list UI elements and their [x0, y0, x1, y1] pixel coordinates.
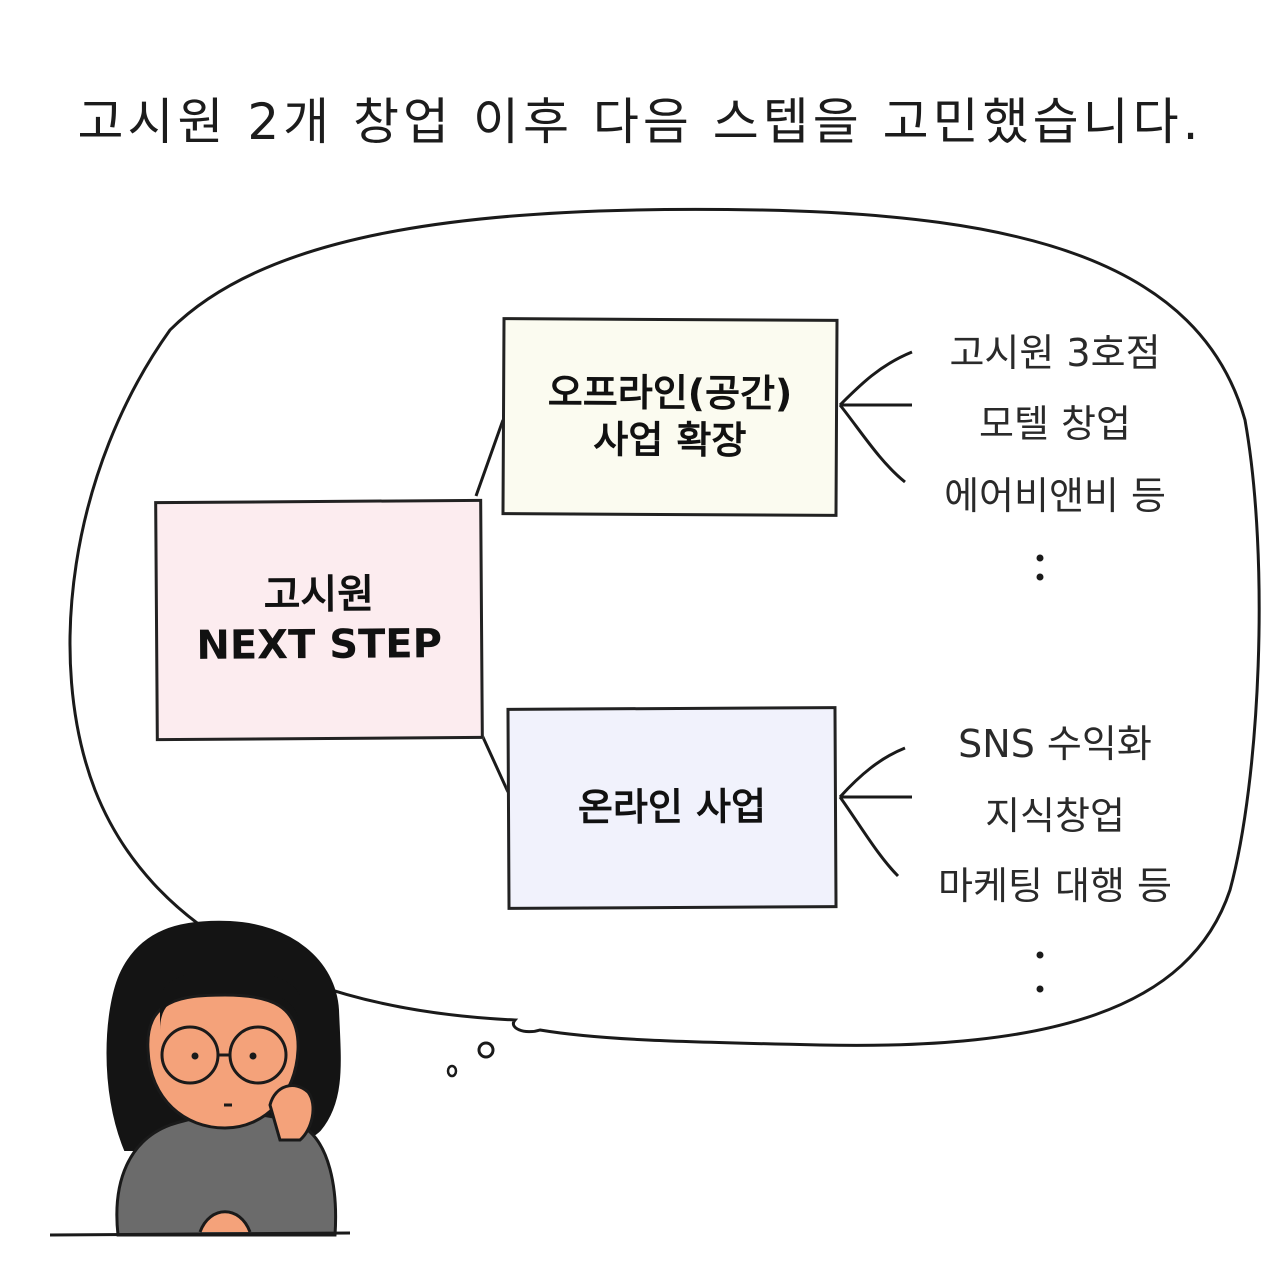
right-eye: [249, 1052, 257, 1060]
offline-item-1: 고시원 3호점: [949, 331, 1161, 375]
table-line: [49, 1231, 351, 1237]
node-root: 고시원 NEXT STEP: [154, 498, 484, 742]
node-online-business: 온라인 사업: [506, 706, 838, 910]
fan-line-online-1: [838, 746, 906, 799]
fan-line-online-3: [838, 796, 900, 878]
node-offline-business: 오프라인(공간) 사업 확장: [501, 317, 839, 517]
character-arm: [198, 1210, 252, 1233]
online-item-1: SNS 수익화: [958, 722, 1152, 766]
ellipsis-dot-offline-bottom: [1036, 573, 1044, 581]
caption-title: 고시원 2개 창업 이후 다음 스텝을 고민했습니다.: [77, 93, 1203, 151]
node-online-line1: 온라인 사업: [577, 784, 767, 830]
ellipsis-dot-offline-top: [1036, 554, 1044, 562]
character-hand: [268, 1084, 315, 1142]
character-bangs: [160, 970, 300, 1030]
online-item-3: 마케팅 대행 등: [938, 864, 1172, 908]
thought-bubble: [68, 207, 1261, 1047]
offline-item-3: 에어비앤비 등: [944, 474, 1166, 518]
ellipsis-dot-online-top: [1036, 951, 1044, 959]
thought-bubble-tiny-circle: [446, 1064, 458, 1078]
offline-item-2: 모텔 창업: [979, 402, 1131, 446]
connector-root-online: [480, 734, 510, 793]
fan-line-offline-3: [838, 404, 906, 484]
left-eye: [191, 1052, 199, 1060]
node-offline-line2: 사업 확장: [593, 417, 747, 463]
node-root-line1: 고시원: [263, 571, 375, 619]
thinking-character: [106, 920, 341, 1237]
fan-line-offline-1: [838, 350, 913, 407]
connector-root-offline: [474, 419, 505, 497]
thought-bubble-small-circle: [477, 1041, 495, 1059]
ellipsis-dot-online-bottom: [1036, 985, 1044, 993]
online-item-2: 지식창업: [985, 794, 1125, 838]
node-root-line2: NEXT STEP: [196, 621, 443, 669]
node-offline-line1: 오프라인(공간): [547, 369, 793, 416]
